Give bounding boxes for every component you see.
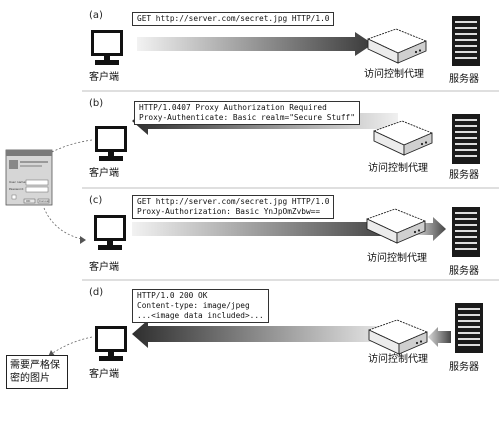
- password-label: Password:: [9, 187, 25, 191]
- dialog-connector: [51, 139, 93, 153]
- proxy-icon: [368, 319, 428, 355]
- dialog-ok-label: OK: [26, 199, 31, 203]
- server-caption: 服务器: [449, 74, 479, 85]
- dialog-cancel-label: Cancel: [39, 199, 50, 203]
- panel-label-a: (a): [89, 10, 103, 21]
- client-computer-icon: [91, 30, 123, 65]
- request-arrow: [137, 32, 373, 56]
- proxy-caption: 访问控制代理: [367, 253, 427, 264]
- server-caption: 服务器: [449, 266, 479, 277]
- authorized-request-message-box: GET http://server.com/secret.jpg HTTP/1.…: [132, 195, 335, 219]
- request-message-box: GET http://server.com/secret.jpg HTTP/1.…: [132, 12, 335, 26]
- note-connector: [49, 336, 93, 356]
- server-response-arrow: [428, 327, 451, 347]
- message-line: Content-type: image/jpeg: [137, 301, 250, 310]
- client-caption: 客户端: [89, 262, 119, 273]
- proxy-caption: 访问控制代理: [368, 354, 428, 365]
- challenge-message-box: HTTP/1.0407 Proxy Authorization Required…: [134, 101, 360, 125]
- message-line: Proxy-Authenticate: Basic realm="Secure …: [139, 113, 355, 122]
- username-label: User name:: [9, 180, 27, 184]
- server-caption: 服务器: [449, 170, 479, 181]
- secret-image-note: 需要严格保密的图片: [6, 355, 68, 389]
- connector-arrowhead: [80, 236, 86, 244]
- server-icon: [452, 207, 480, 257]
- client-computer-icon: [94, 215, 126, 250]
- message-line: GET http://server.com/secret.jpg HTTP/1.…: [137, 197, 330, 206]
- panel-label-c: (c): [89, 195, 103, 206]
- message-line: HTTP/1.0407 Proxy Authorization Required: [139, 103, 327, 112]
- client-caption: 客户端: [89, 369, 119, 380]
- dialog-connector: [43, 207, 87, 241]
- message-line: Proxy-Authorization: Basic YnJpOmZvbw==: [137, 207, 321, 216]
- panel-label-b: (b): [89, 98, 104, 109]
- image-response-arrow: [132, 320, 396, 348]
- client-caption: 客户端: [89, 168, 119, 179]
- server-icon: [455, 303, 483, 353]
- proxy-caption: 访问控制代理: [364, 69, 424, 80]
- client-caption: 客户端: [89, 72, 119, 83]
- proxy-icon: [367, 28, 427, 64]
- message-line: ...<image data included>...: [137, 311, 264, 320]
- server-caption: 服务器: [449, 362, 479, 373]
- panel-label-d: (d): [89, 287, 104, 298]
- proxy-icon: [366, 208, 426, 244]
- client-computer-icon: [95, 326, 127, 361]
- client-computer-icon: [95, 126, 127, 161]
- message-line: GET http://server.com/secret.jpg HTTP/1.…: [137, 14, 330, 23]
- proxy-caption: 访问控制代理: [368, 163, 428, 174]
- authorized-request-arrow: [132, 217, 404, 241]
- server-icon: [452, 114, 480, 164]
- login-dialog: [5, 149, 53, 206]
- message-line: HTTP/1.0 200 OK: [137, 291, 208, 300]
- server-icon: [452, 16, 480, 66]
